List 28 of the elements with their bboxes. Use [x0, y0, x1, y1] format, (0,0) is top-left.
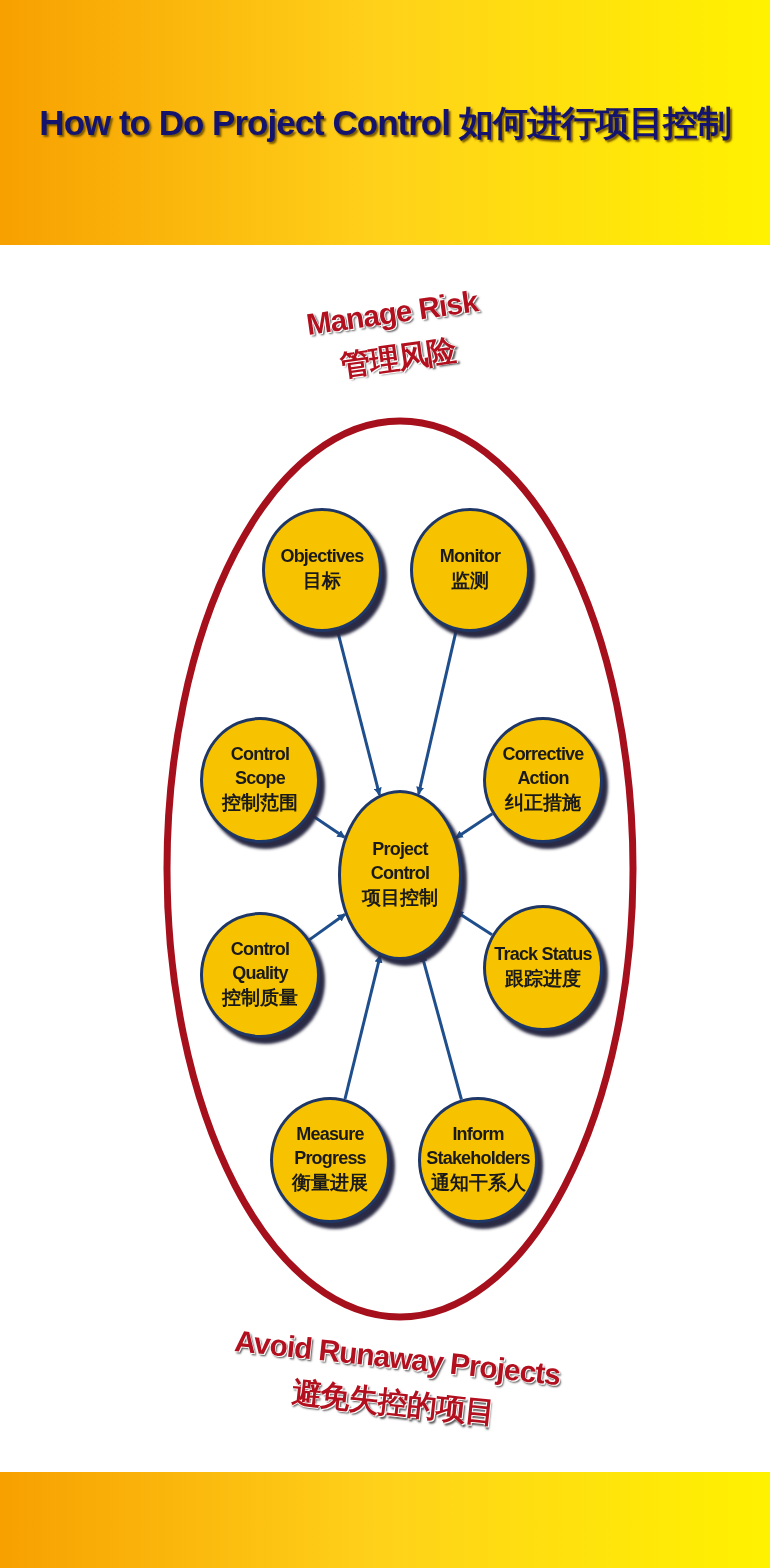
- chinese-label: 纠正措施: [505, 791, 581, 816]
- node-label: Corrective Action: [501, 743, 585, 790]
- chinese-label: 控制质量: [222, 986, 298, 1011]
- title: How to Do Project Control 如何进行项目控制: [38, 102, 732, 144]
- arrow: [419, 953, 463, 1100]
- chinese-label: 监测: [451, 569, 489, 594]
- arrow: [308, 913, 346, 941]
- arrow: [309, 812, 346, 839]
- chinese-label: 跟踪进度: [505, 967, 581, 992]
- chinese-label: 项目控制: [362, 886, 438, 911]
- arrow: [454, 812, 494, 840]
- chinese-label: 目标: [303, 569, 341, 594]
- chinese-label: 控制范围: [222, 791, 298, 816]
- node-label: Inform Stakeholders: [425, 1123, 531, 1170]
- node-label: Control Scope: [229, 743, 291, 790]
- node-label: Project Control: [369, 838, 431, 885]
- node-label: Monitor: [438, 545, 502, 568]
- arrow: [416, 629, 458, 795]
- node-label: Track Status: [493, 943, 593, 966]
- node-label: Measure Progress: [293, 1123, 367, 1170]
- chinese-label: 通知干系人: [430, 1171, 526, 1196]
- boundary-heading: Avoid Runaway Projects 避免失控的项目: [232, 1323, 563, 1432]
- node-label: Control Quality: [229, 938, 291, 985]
- boundary-heading: Manage Risk 管理风险: [303, 283, 481, 384]
- arrow: [343, 954, 383, 1100]
- node-label: Objectives: [279, 545, 365, 568]
- chinese-label: 衡量进展: [292, 1171, 368, 1196]
- arrow: [335, 629, 382, 796]
